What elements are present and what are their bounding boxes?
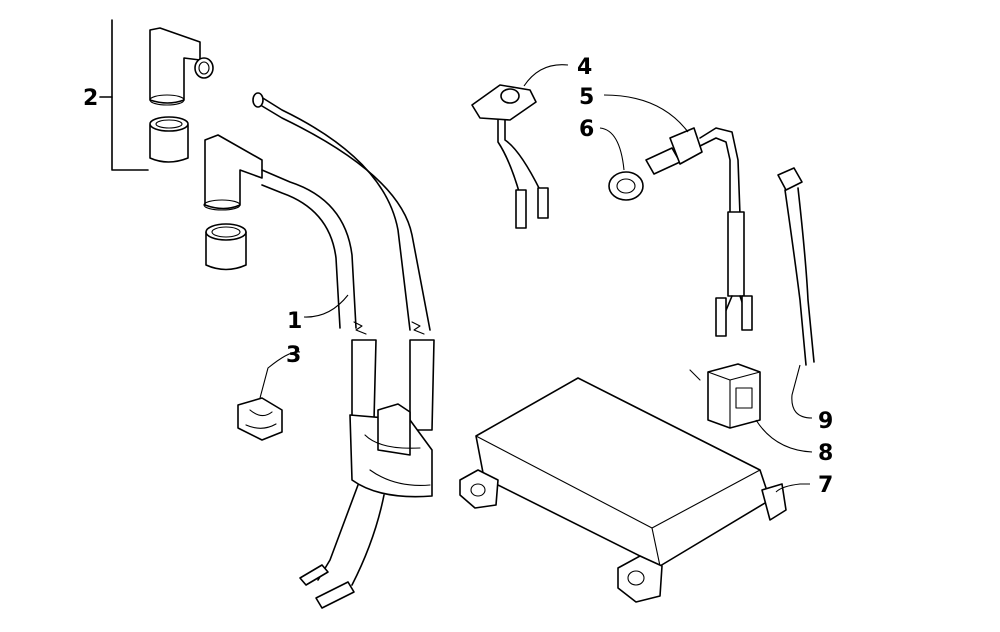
callout-4: 4 [577,55,592,80]
callout-5: 5 [579,85,594,110]
callout-7: 7 [818,473,833,498]
part-sensor-5 [645,127,753,337]
part-ignition-coil [252,92,435,609]
part-sensor-4 [471,84,549,229]
part-spark-plug-cap-set [99,19,263,271]
part-o-ring [608,171,644,201]
part-relay [707,363,761,429]
callout-labels: 1 2 3 4 5 6 7 8 9 [83,55,833,498]
part-cable-tie [777,167,815,366]
part-clip [237,397,283,441]
callout-6: 6 [579,117,594,142]
callout-9: 9 [818,409,833,434]
callout-2: 2 [83,86,98,111]
part-control-module [459,369,787,603]
callout-8: 8 [818,441,833,466]
callout-1: 1 [287,309,302,334]
leader-lines [259,64,813,493]
callout-3: 3 [286,343,301,368]
